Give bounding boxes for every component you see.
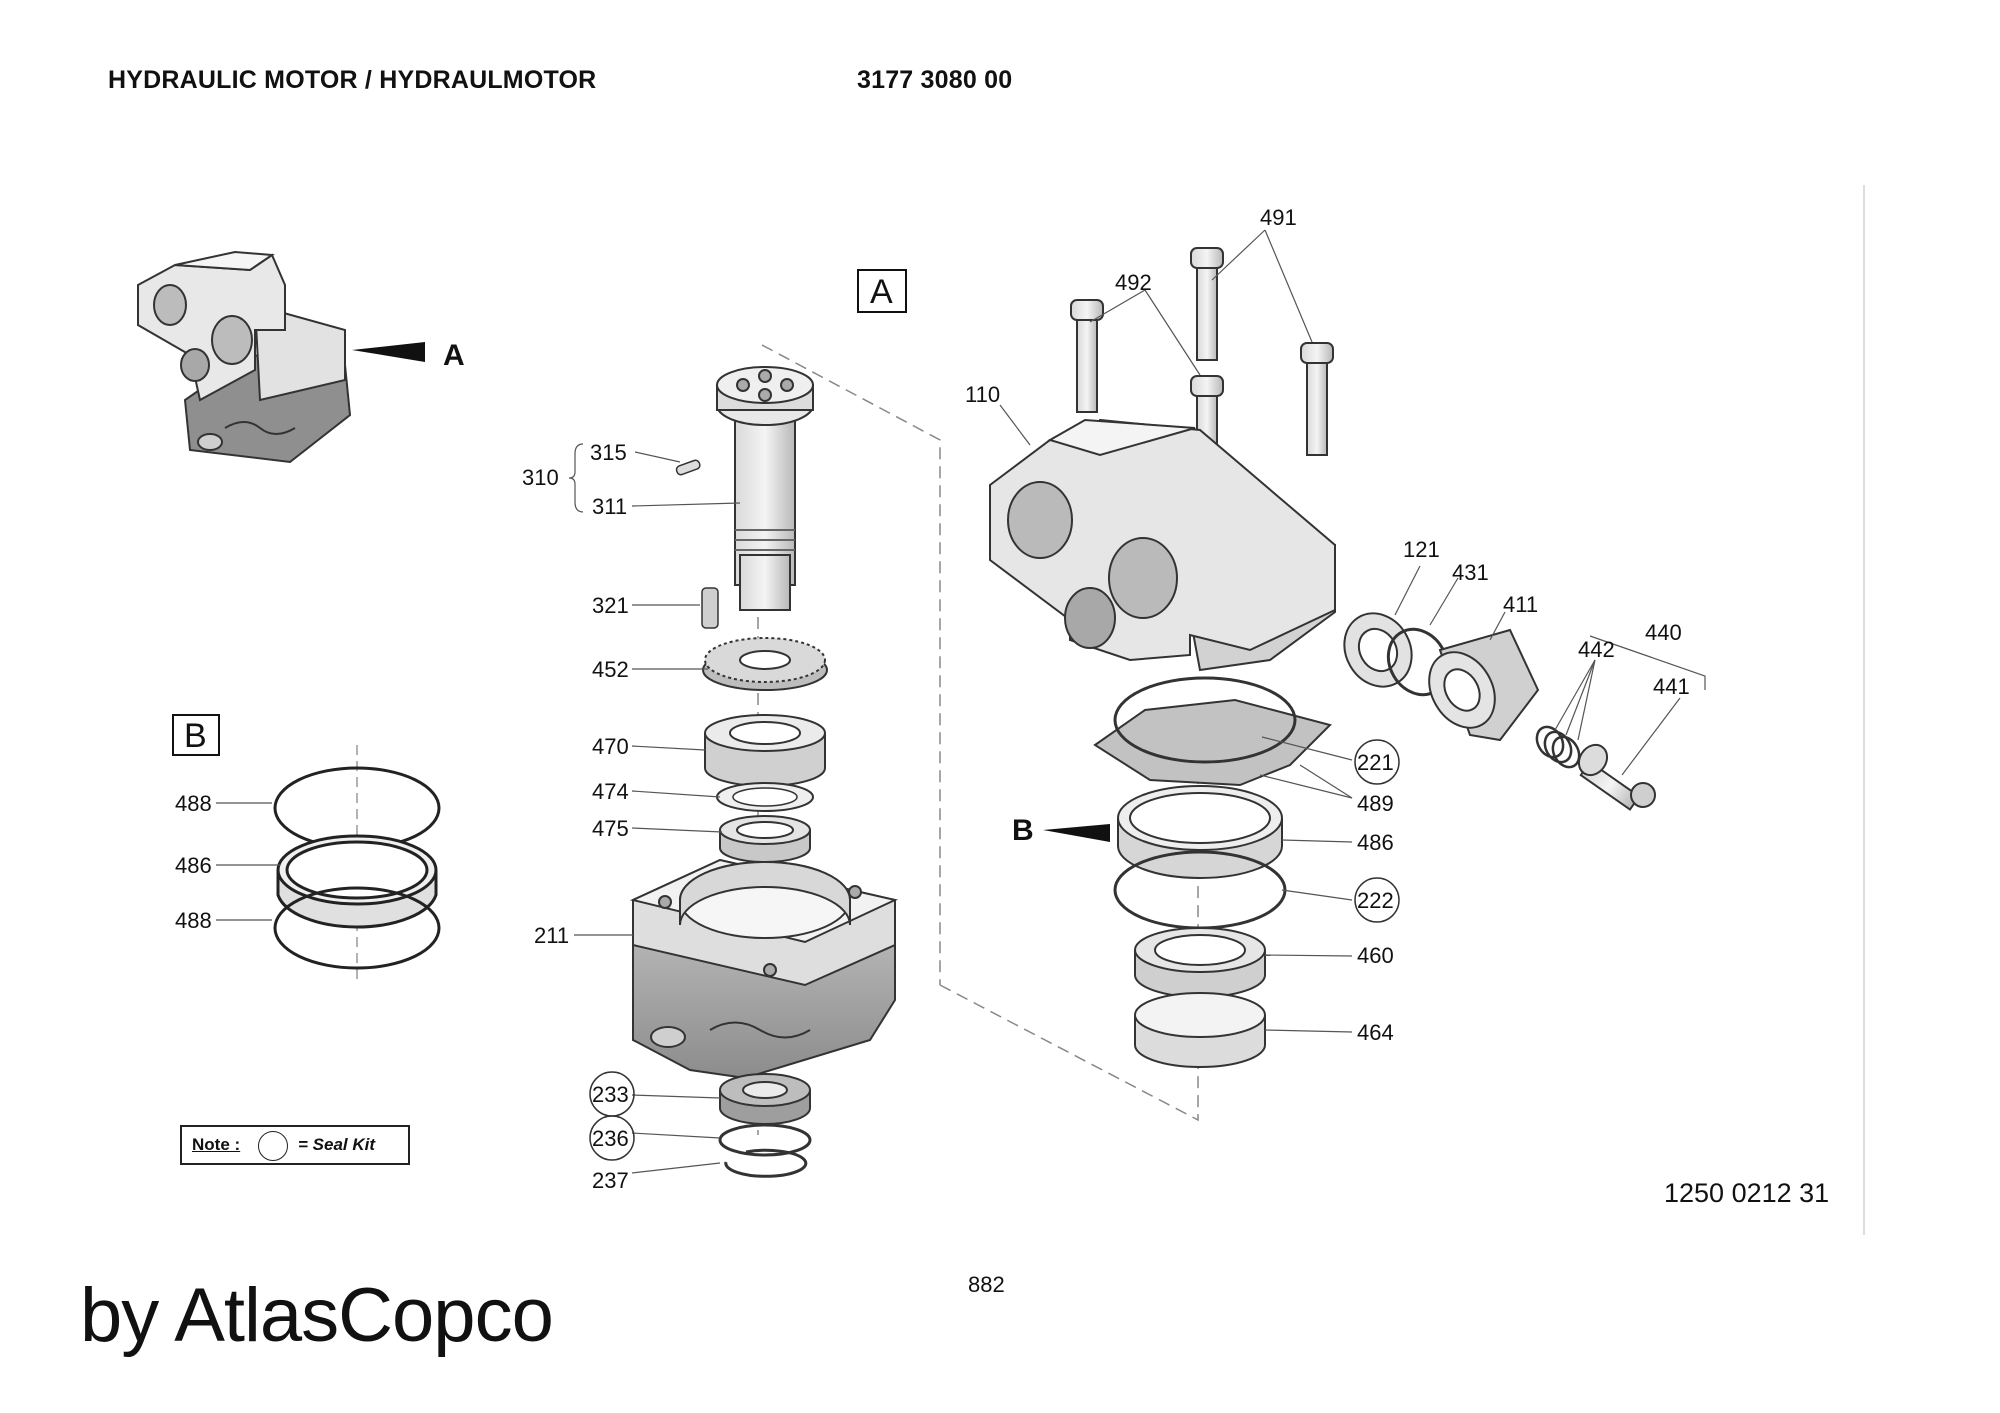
callout-237: 237 [592, 1168, 629, 1193]
seal-kit-note: Note : = Seal Kit [180, 1125, 410, 1165]
view-b-arrow [1043, 824, 1110, 842]
seal-kit-circle-icon [258, 1131, 288, 1161]
spring-442 [1535, 725, 1581, 769]
callout-110: 110 [965, 382, 1000, 407]
callout-460: 460 [1357, 943, 1394, 968]
housing-211 [629, 858, 899, 1080]
callout-121: 121 [1403, 537, 1440, 562]
gasket-489 [1093, 698, 1332, 787]
callout-labels: 491 492 110 315 310 311 321 452 470 474 … [175, 205, 1690, 1193]
view-b-seal-detail [273, 745, 441, 985]
brand-watermark: by AtlasCopco [80, 1273, 554, 1358]
page-number: 882 [968, 1272, 1005, 1297]
callout-233: 233 [592, 1082, 629, 1107]
callout-222: 222 [1357, 888, 1394, 913]
callout-486: 486 [1357, 830, 1394, 855]
pin-315 [675, 459, 701, 476]
callout-411: 411 [1503, 592, 1538, 617]
callout-b-486: 486 [175, 853, 212, 878]
callout-211: 211 [534, 923, 569, 948]
view-b-label: B [184, 717, 207, 755]
shaft-311 [716, 366, 814, 611]
view-a-box [857, 269, 907, 313]
seal-233 [719, 1073, 811, 1125]
callout-492: 492 [1115, 270, 1152, 295]
callout-221: 221 [1357, 750, 1394, 775]
callout-310: 310 [522, 465, 559, 490]
part-number: 3177 3080 00 [857, 66, 1013, 94]
bolts-491-492 [1070, 247, 1334, 489]
bolt-441 [1577, 743, 1656, 811]
leader-lines [216, 229, 1706, 1174]
view-b-arrow-label: B [1012, 814, 1034, 847]
view-b-box [172, 714, 220, 756]
callout-470: 470 [592, 734, 629, 759]
callout-315: 315 [590, 440, 627, 465]
callout-491: 491 [1260, 205, 1297, 230]
callout-441: 441 [1653, 674, 1690, 699]
seal-kit-markers [589, 739, 1400, 1161]
bevel-gear-452 [702, 637, 828, 691]
note-text: = Seal Kit [298, 1135, 376, 1154]
drawing-number: 1250 0212 31 [1664, 1178, 1830, 1208]
bearing-470 [704, 714, 826, 787]
ring-236 [718, 1123, 812, 1157]
callout-b-488-bottom: 488 [175, 908, 212, 933]
view-a-arrow-label: A [443, 339, 465, 372]
lock-nut-475 [719, 815, 811, 863]
callout-474: 474 [592, 779, 629, 804]
circlip-237 [724, 1148, 808, 1178]
page-title: HYDRAULIC MOTOR / HYDRAULMOTOR [108, 66, 597, 94]
callout-431: 431 [1452, 560, 1489, 585]
callout-442: 442 [1578, 637, 1615, 662]
valve-parts-121-431-411 [1343, 612, 1540, 742]
bearing-460 [1134, 927, 1266, 998]
callout-440: 440 [1645, 620, 1682, 645]
callout-464: 464 [1357, 1020, 1394, 1045]
view-a-label: A [870, 273, 893, 311]
valve-block-110 [989, 418, 1336, 672]
key-321 [701, 587, 719, 629]
callout-475: 475 [592, 816, 629, 841]
callout-321: 321 [592, 593, 629, 618]
ring-464 [1134, 992, 1266, 1068]
o-ring-221 [1113, 676, 1297, 764]
callout-452: 452 [592, 657, 629, 682]
view-a-arrow [352, 342, 425, 362]
callout-236: 236 [592, 1126, 629, 1151]
note-label: Note : [192, 1135, 241, 1154]
overview-motor-thumbnail [137, 250, 352, 464]
callout-b-488-top: 488 [175, 791, 212, 816]
callout-311: 311 [592, 494, 627, 519]
callout-489: 489 [1357, 791, 1394, 816]
seal-ring-486 [1117, 785, 1283, 879]
